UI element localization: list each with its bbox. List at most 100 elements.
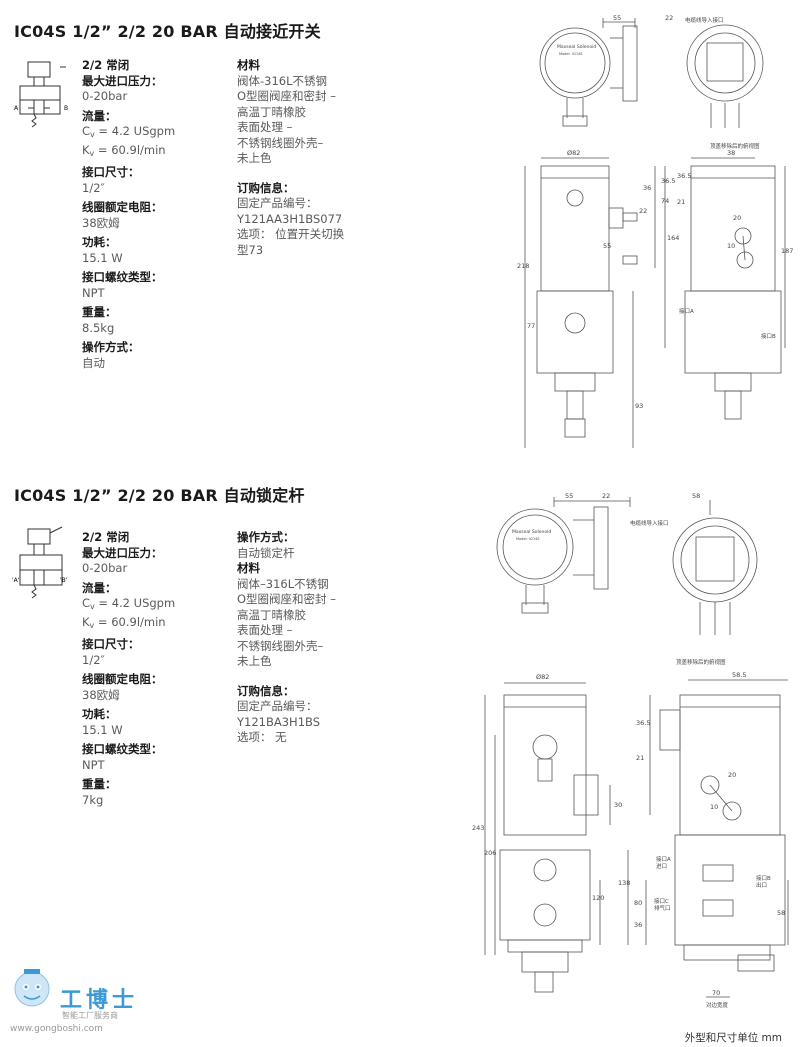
spec2-pressure-label: 最大进口压力：	[82, 545, 163, 560]
svg-text:21: 21	[677, 198, 685, 206]
spec2-port-label: 接口尺寸：	[82, 637, 140, 651]
svg-text:接口C: 接口C	[654, 897, 669, 905]
order2-label: 订购信息：	[237, 683, 295, 698]
svg-text:进口: 进口	[656, 862, 667, 870]
svg-text:Ø82: Ø82	[567, 149, 580, 157]
svg-text:58: 58	[692, 492, 700, 500]
spec1-weight-label: 重量：	[82, 305, 117, 319]
spec2-weight-label: 重量：	[82, 777, 117, 791]
spec2-thread-label: 接口螺纹类型：	[82, 742, 163, 756]
spec2-coil: 38欧姆	[82, 687, 120, 702]
watermark-url[interactable]: www.gongboshi.com	[10, 1024, 103, 1034]
op2-label: 操作方式：	[237, 530, 295, 544]
spec1-thread: NPT	[82, 285, 105, 300]
watermark-sub: 智能工厂服务商	[62, 1011, 118, 1020]
spec1-port: 1/2″	[82, 180, 105, 195]
section1-specs: 2/2 常闭 最大进口压力： 0-20bar 流量： Cv = 4.2 USgp…	[82, 58, 232, 371]
op2-value: 自动锁定杆	[237, 545, 295, 560]
svg-text:77: 77	[527, 322, 535, 330]
spec1-power-label: 功耗：	[82, 235, 117, 249]
spec2-coil-label: 线圈额定电阻：	[82, 672, 163, 686]
svg-text:58.5: 58.5	[732, 671, 746, 679]
svg-text:218: 218	[517, 262, 529, 270]
material2-label: 材料	[237, 561, 260, 575]
svg-text:10: 10	[727, 242, 735, 250]
drawing-1: 55 22 电缆线导入接口 Maxseal Solenoid Model: IC…	[517, 14, 793, 448]
svg-text:22: 22	[665, 14, 673, 22]
spec2-port: 1/2″	[82, 652, 105, 667]
svg-text:20: 20	[733, 214, 741, 222]
valve-symbol-2: 'A' 'B'	[12, 526, 68, 599]
svg-text:120: 120	[592, 894, 604, 902]
spec1-coil-label: 线圈额定电阻：	[82, 200, 163, 214]
svg-text:接口B: 接口B	[761, 332, 776, 340]
svg-text:55: 55	[603, 242, 611, 250]
order2-part-number: Y121BA3H1BS	[237, 714, 320, 729]
svg-text:36: 36	[634, 921, 642, 929]
spec1-pressure-label: 最大进口压力：	[82, 73, 163, 88]
spec1-weight: 8.5kg	[82, 320, 115, 335]
svg-text:22: 22	[639, 207, 647, 215]
svg-text:接口A: 接口A	[656, 855, 671, 863]
svg-text:74: 74	[661, 197, 669, 205]
valve-symbol-1: A B	[14, 61, 68, 128]
spec1-coil: 38欧姆	[82, 215, 120, 230]
svg-text:排气口: 排气口	[654, 904, 671, 912]
footer-unit-note: 外型和尺寸单位 mm	[684, 1032, 782, 1044]
spec1-flow-label: 流量：	[82, 108, 117, 123]
svg-text:36.5: 36.5	[636, 719, 650, 727]
spec2-cv: Cv = 4.2 USgpm	[82, 596, 176, 611]
svg-text:Model: ICO4S: Model: ICO4S	[559, 52, 583, 56]
spec1-power: 15.1 W	[82, 250, 123, 265]
svg-text:164: 164	[667, 234, 679, 242]
spec1-op: 自动	[82, 355, 105, 370]
symbol2-port-b: 'B'	[60, 577, 68, 584]
svg-text:36.5: 36.5	[677, 172, 691, 180]
spec2-power-label: 功耗：	[82, 707, 117, 721]
note1-rear: 顶盖移除后的俯视图	[710, 142, 760, 150]
svg-text:出口: 出口	[756, 881, 767, 889]
order1-label: 订购信息：	[237, 180, 295, 195]
note1-cable: 电缆线导入接口	[685, 16, 724, 24]
svg-text:70: 70	[712, 989, 720, 997]
svg-text:36.5: 36.5	[661, 177, 675, 185]
section1-material: 材料 阀体-316L不锈钢 O型圈阀座和密封 – 高温丁晴橡胶 表面处理 – 不…	[237, 58, 372, 258]
svg-text:138: 138	[618, 879, 630, 887]
spec2-power: 15.1 W	[82, 722, 123, 737]
nameplate2-brand: Maxseal Solenoid	[512, 529, 551, 535]
spec2-kv: Kv = 60.9l/min	[82, 614, 166, 630]
spec2-flow-label: 流量：	[82, 580, 117, 595]
svg-text:206: 206	[484, 849, 496, 857]
order1-part-number: Y121AA3H1BS077	[237, 211, 343, 226]
spec2-type: 2/2 常闭	[82, 530, 130, 544]
symbol1-port-b: B	[64, 105, 68, 112]
svg-text:187: 187	[781, 247, 793, 255]
spec2-pressure: 0-20bar	[82, 561, 128, 575]
svg-text:55: 55	[613, 14, 621, 22]
section2-specs: 2/2 常闭 最大进口压力： 0-20bar 流量： Cv = 4.2 USgp…	[82, 530, 232, 808]
svg-text:243: 243	[472, 824, 484, 832]
symbol1-port-a: A	[14, 105, 19, 112]
svg-text:Ø82: Ø82	[536, 673, 549, 681]
spec1-thread-label: 接口螺纹类型：	[82, 270, 163, 284]
svg-text:Model: ICO4S: Model: ICO4S	[516, 537, 540, 541]
spec1-kv: Kv = 60.9l/min	[82, 142, 166, 158]
spec1-cv: Cv = 4.2 USgpm	[82, 124, 176, 139]
svg-text:36: 36	[643, 184, 651, 192]
svg-text:对边宽度: 对边宽度	[706, 1001, 729, 1009]
symbol2-port-a: 'A'	[12, 577, 20, 584]
spec1-type: 2/2 常闭	[82, 58, 130, 72]
spec2-weight: 7kg	[82, 792, 104, 807]
spec2-thread: NPT	[82, 757, 105, 772]
svg-text:55: 55	[565, 492, 573, 500]
svg-text:80: 80	[634, 899, 642, 907]
svg-text:22: 22	[602, 492, 610, 500]
svg-text:21: 21	[636, 754, 644, 762]
svg-text:38: 38	[727, 149, 735, 157]
svg-text:30: 30	[614, 801, 622, 809]
svg-text:接口B: 接口B	[756, 874, 771, 882]
drawing-2: 55 22 58 电缆线导入接口 Maxseal Solenoid Model:…	[472, 492, 789, 1009]
spec1-port-label: 接口尺寸：	[82, 165, 140, 179]
spec1-pressure: 0-20bar	[82, 89, 128, 103]
svg-text:58: 58	[777, 909, 785, 917]
